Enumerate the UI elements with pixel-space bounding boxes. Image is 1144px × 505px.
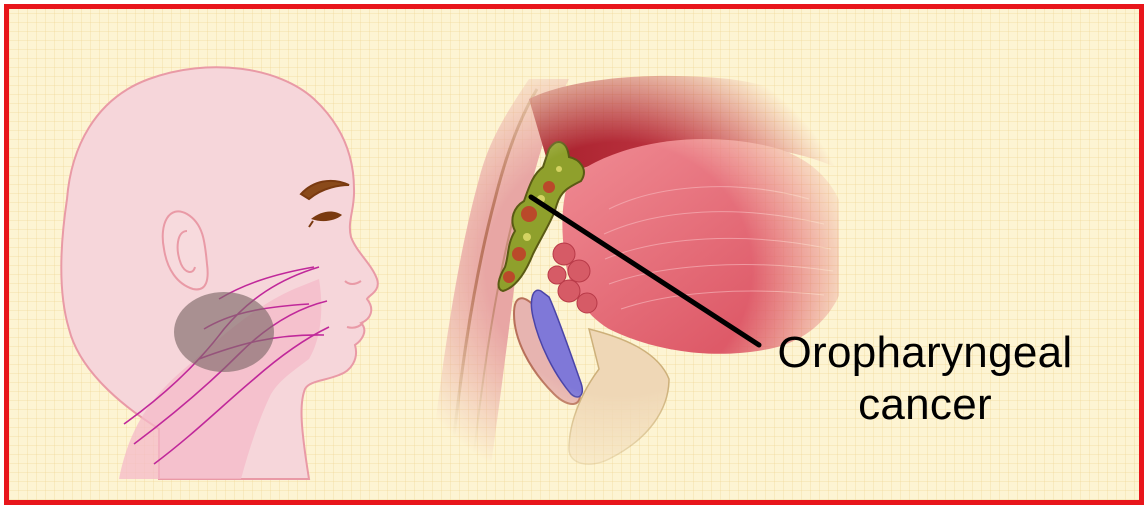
label-line-2: cancer	[745, 379, 1105, 431]
lymph-node-shadow	[174, 292, 274, 372]
larynx-tissue	[569, 329, 669, 464]
oropharyngeal-cancer-label: Oropharyngeal cancer	[745, 327, 1105, 431]
label-line-1: Oropharyngeal	[745, 327, 1105, 379]
head-profile	[61, 67, 378, 479]
illustration-frame: Oropharyngeal cancer	[4, 4, 1144, 505]
